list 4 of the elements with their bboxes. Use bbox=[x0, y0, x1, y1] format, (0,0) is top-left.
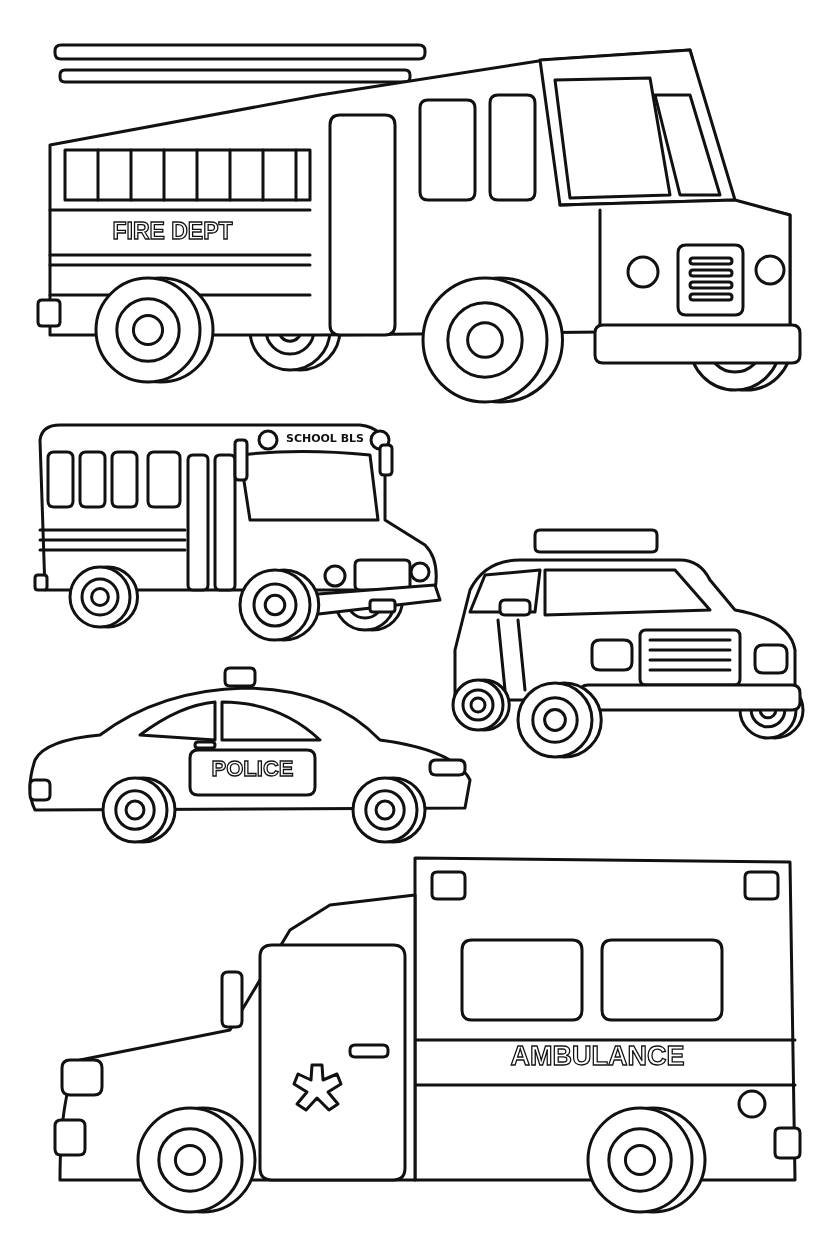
vehicle-lettering: SCHOOL BLS bbox=[284, 433, 366, 444]
vehicle-lettering: POLICE bbox=[210, 758, 295, 780]
vehicle-lettering: AMBULANCE bbox=[509, 1043, 686, 1070]
vehicle-lettering: FIRE DEPT bbox=[111, 220, 234, 243]
